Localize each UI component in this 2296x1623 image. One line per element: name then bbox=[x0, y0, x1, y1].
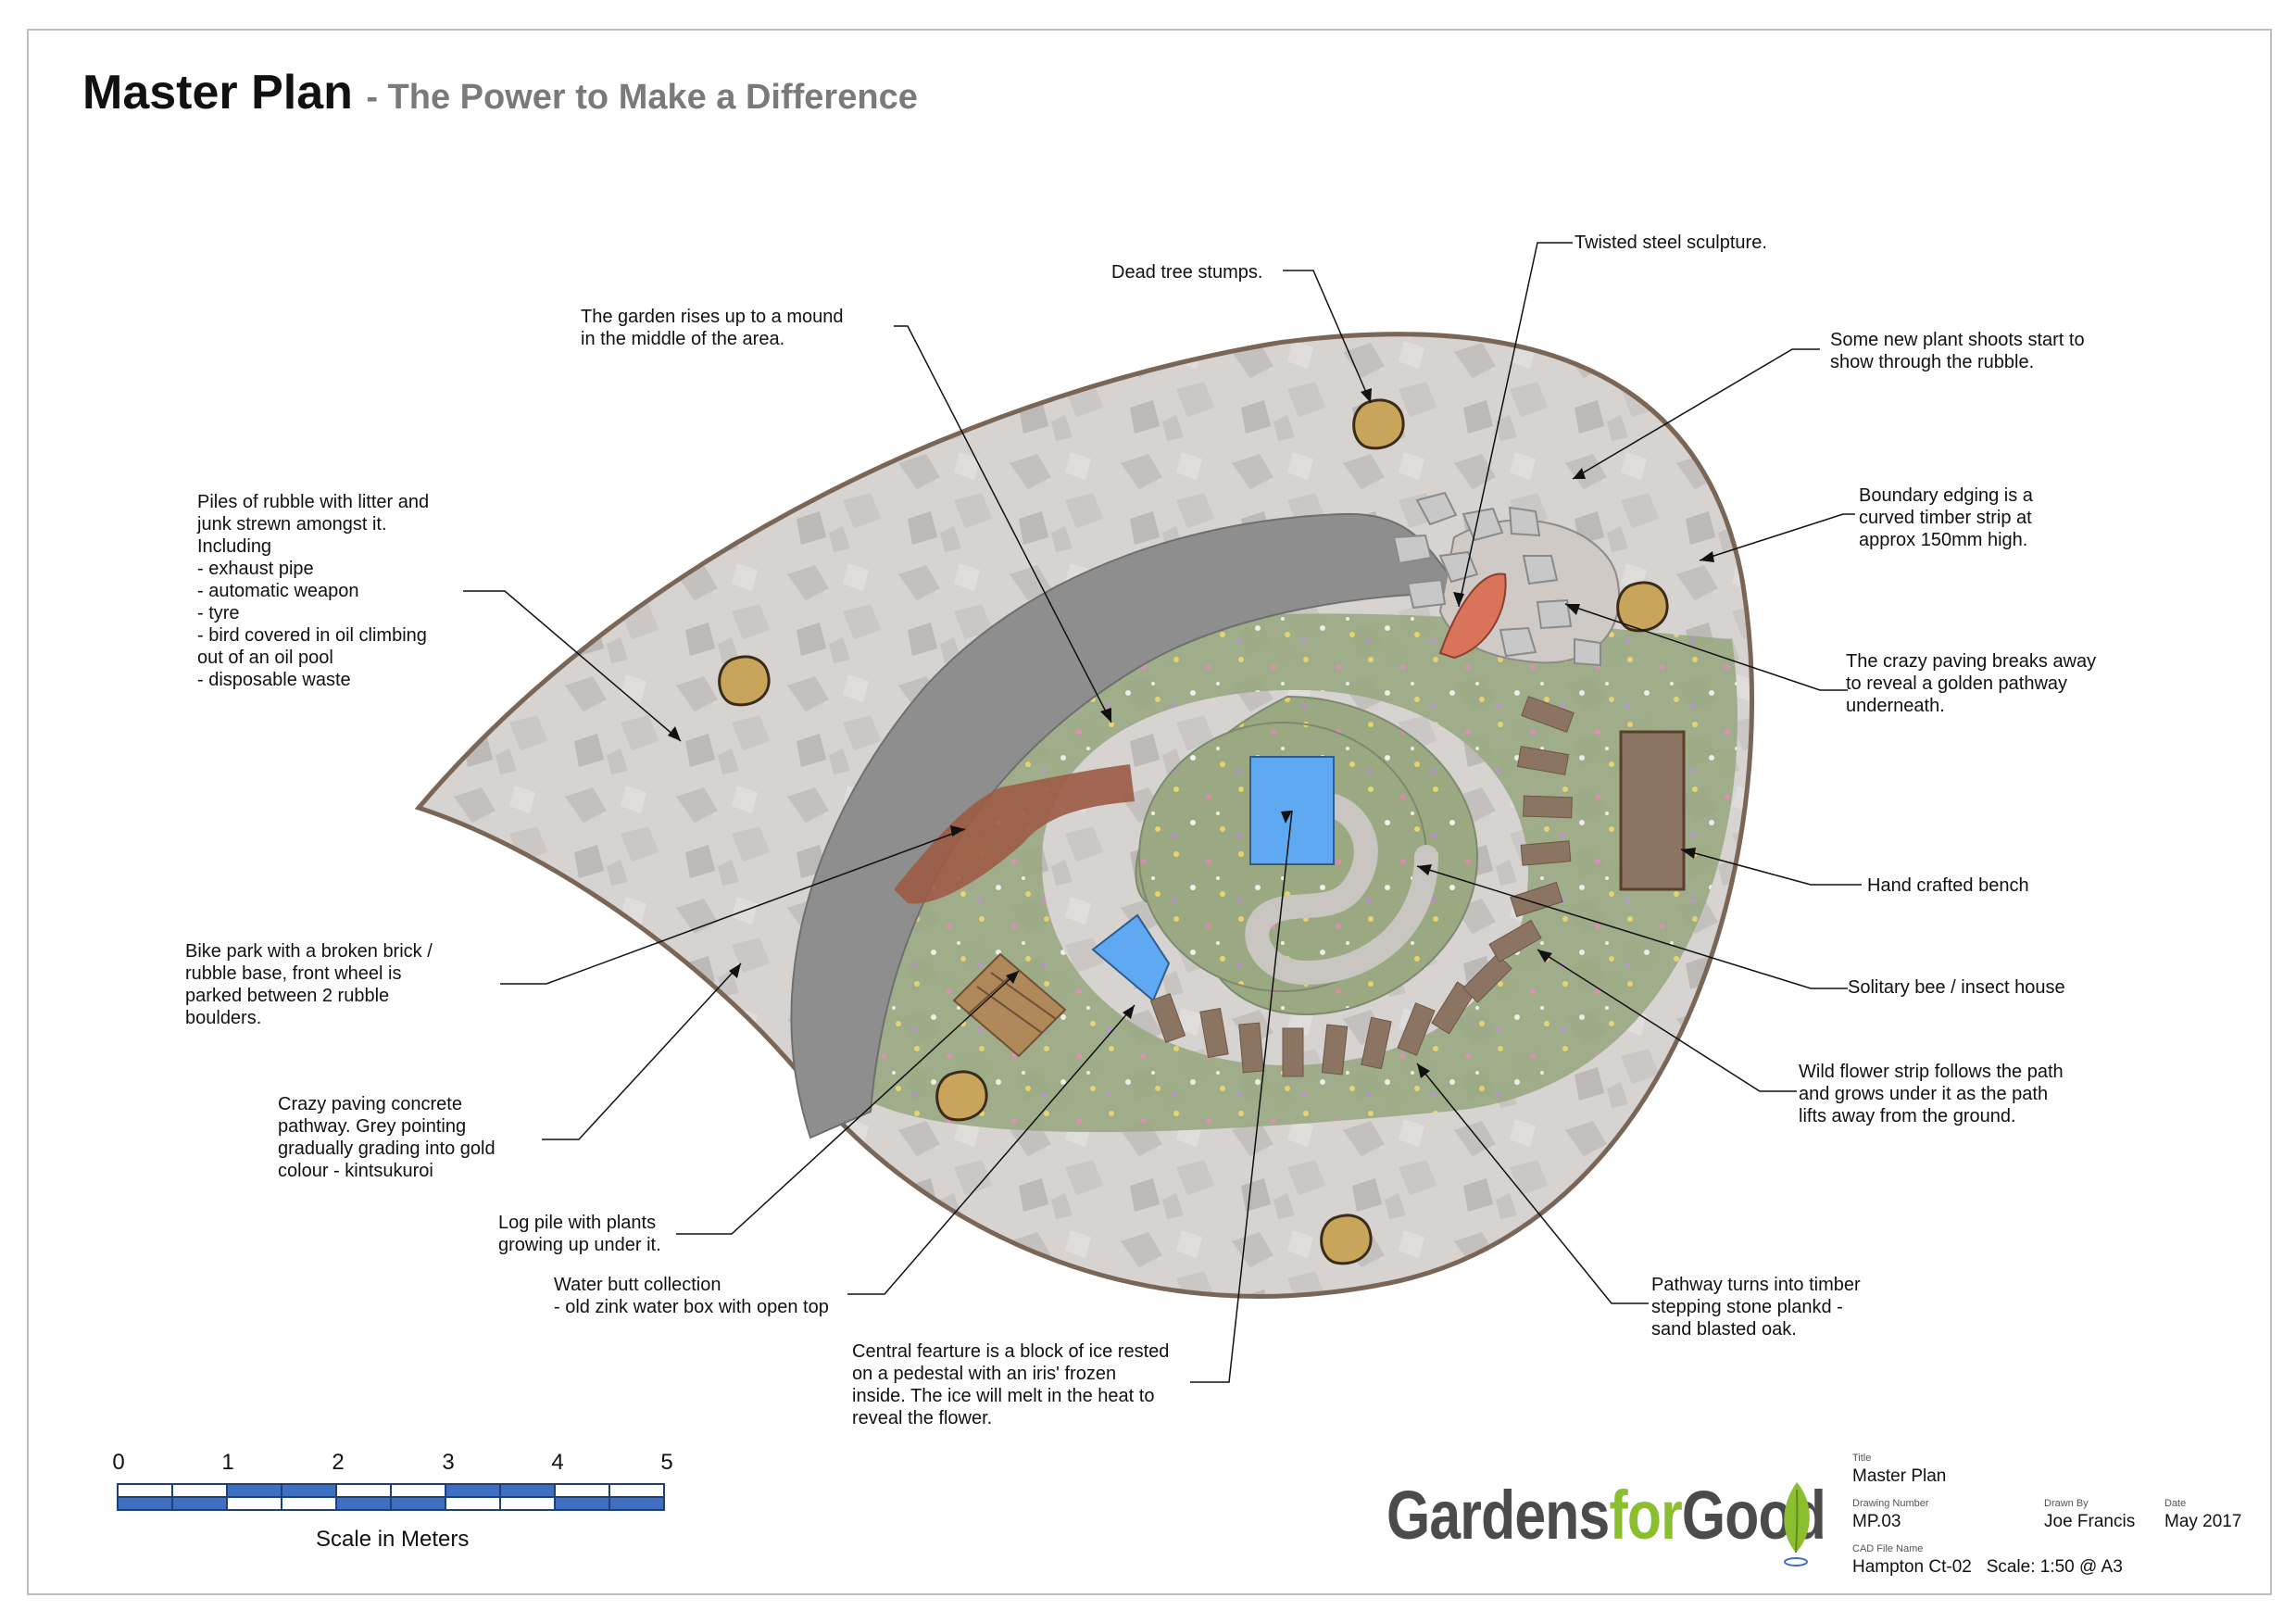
scale-tick-0: 0 bbox=[112, 1450, 125, 1475]
hand-crafted-bench bbox=[1619, 730, 1686, 891]
tb-title-caption: Title bbox=[1852, 1453, 1872, 1464]
note-central-feature: Central fearture is a block of ice reste… bbox=[852, 1341, 1170, 1428]
scale-tick-2: 2 bbox=[332, 1450, 345, 1475]
logo-part-for: for bbox=[1609, 1477, 1682, 1554]
scale-label: Scale in Meters bbox=[316, 1527, 470, 1552]
tb-cad-file: CAD File Name Hampton Ct-02 Scale: 1:50 … bbox=[1852, 1543, 2123, 1578]
spiral-tail bbox=[1245, 794, 1438, 986]
note-bike-park: Bike park with a broken brick / rubble b… bbox=[185, 941, 433, 1028]
tb-drawn-by: Drawn By Joe Francis bbox=[2044, 1498, 2135, 1532]
note-bee-house: Solitary bee / insect house bbox=[1848, 977, 2065, 998]
scale-tick-5: 5 bbox=[660, 1450, 673, 1475]
tb-cad-value: Hampton Ct-02 Scale: 1:50 @ A3 bbox=[1852, 1557, 2123, 1578]
note-crazy-path: Crazy paving concrete pathway. Grey poin… bbox=[278, 1094, 496, 1181]
gardens-for-good-logo: GardensforGood bbox=[1386, 1476, 1826, 1554]
title-subtitle: - The Power to Make a Difference bbox=[366, 78, 918, 117]
note-bench: Hand crafted bench bbox=[1867, 875, 2029, 896]
scale-tick-1: 1 bbox=[221, 1450, 234, 1475]
scale-bar-graphic bbox=[117, 1483, 665, 1511]
tb-drawn-by-caption: Drawn By bbox=[2044, 1498, 2089, 1509]
timber-planks bbox=[1149, 696, 1575, 1077]
title-main: Master Plan bbox=[82, 66, 353, 120]
tb-title: Title Master Plan bbox=[1852, 1453, 1946, 1487]
scale-tick-4: 4 bbox=[551, 1450, 564, 1475]
leaf-icon bbox=[1784, 1482, 1810, 1566]
tb-drawing-number-caption: Drawing Number bbox=[1852, 1498, 1929, 1509]
tb-date: Date May 2017 bbox=[2164, 1498, 2241, 1532]
tb-drawing-number-value: MP.03 bbox=[1852, 1512, 1901, 1531]
note-log-pile: Log pile with plants growing up under it… bbox=[498, 1213, 661, 1255]
page-title: Master Plan - The Power to Make a Differ… bbox=[82, 65, 918, 120]
note-boundary: Boundary edging is a curved timber strip… bbox=[1859, 485, 2033, 550]
logo-part-gardens: Gardens bbox=[1386, 1477, 1610, 1554]
twisted-steel-sculpture bbox=[1438, 572, 1507, 660]
leader-lines bbox=[463, 242, 1862, 1383]
note-garden-rises: The garden rises up to a mound in the mi… bbox=[581, 307, 844, 349]
tb-title-value: Master Plan bbox=[1852, 1466, 1947, 1486]
tb-drawn-by-value: Joe Francis bbox=[2044, 1512, 2136, 1531]
scale-tick-3: 3 bbox=[442, 1450, 455, 1475]
note-wild-flower: Wild flower strip follows the path and g… bbox=[1799, 1062, 2064, 1126]
tb-cad-filename: Hampton Ct-02 bbox=[1852, 1557, 1972, 1577]
scale-ticks: 0 1 2 3 4 5 bbox=[112, 1450, 673, 1478]
scale-bar: 0 1 2 3 4 5 Scale i bbox=[112, 1450, 673, 1552]
broken-paving-stones bbox=[1392, 491, 1601, 667]
note-water-butt: Water butt collection - old zink water b… bbox=[554, 1275, 829, 1317]
water-butt bbox=[1091, 913, 1171, 1002]
note-plant-shoots: Some new plant shoots start to show thro… bbox=[1830, 330, 2085, 372]
drawing-frame bbox=[27, 29, 2272, 1595]
note-rubble-piles: Piles of rubble with litter and junk str… bbox=[197, 492, 430, 690]
tb-cad-caption: CAD File Name bbox=[1852, 1543, 1924, 1554]
tb-scale: Scale: 1:50 @ A3 bbox=[1986, 1557, 2123, 1577]
tb-date-value: May 2017 bbox=[2164, 1512, 2242, 1531]
tb-drawing-number: Drawing Number MP.03 bbox=[1852, 1498, 1929, 1532]
bike-park bbox=[894, 764, 1135, 904]
tb-date-caption: Date bbox=[2164, 1498, 2187, 1509]
leader-arrowheads bbox=[668, 388, 1714, 1078]
note-timber: Pathway turns into timber stepping stone… bbox=[1651, 1275, 1861, 1340]
note-crazy-break: The crazy paving breaks away to reveal a… bbox=[1846, 651, 2097, 716]
tree-stumps bbox=[718, 398, 1669, 1265]
log-pile bbox=[952, 952, 1067, 1058]
note-twisted-steel: Twisted steel sculpture. bbox=[1575, 233, 1767, 253]
note-dead-tree: Dead tree stumps. bbox=[1111, 262, 1263, 283]
